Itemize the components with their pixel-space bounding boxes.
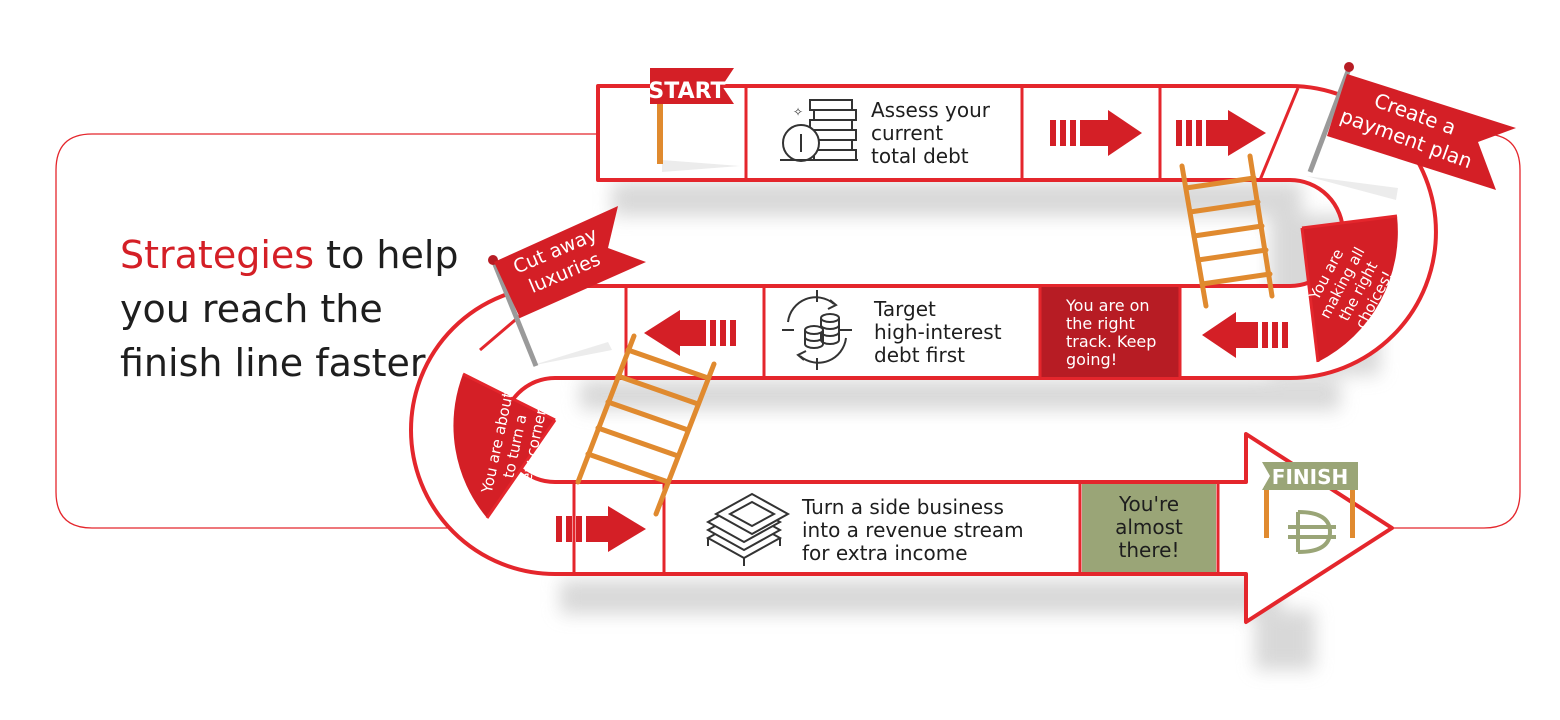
headline: Strategies to help you reach the finish … xyxy=(120,228,460,390)
step-target-line1: Target xyxy=(873,297,936,321)
frame-outline xyxy=(55,133,1521,529)
ladder-icon xyxy=(1179,153,1275,309)
step-side-business-line1: Turn a side business xyxy=(801,495,1004,519)
start-flag-label: START xyxy=(648,79,725,104)
svg-text:✧: ✧ xyxy=(793,105,803,119)
start-flag: START xyxy=(648,68,740,172)
step-side-business-line2: into a revenue stream xyxy=(802,518,1024,542)
target-coins-icon xyxy=(782,290,852,370)
coin-stack-icon: ✧ xyxy=(780,99,858,162)
msg-almost-there-line1: You're xyxy=(1118,492,1179,516)
step-assess-line1: Assess your xyxy=(871,98,991,122)
msg-right-track-line1: You are on xyxy=(1065,296,1150,315)
step-target-line2: high-interest xyxy=(874,320,1002,344)
finish-banner-label: FINISH xyxy=(1272,465,1348,489)
arrow-icon xyxy=(556,506,646,552)
step-side-business-line3: for extra income xyxy=(802,541,968,565)
step-assess-line3: total debt xyxy=(871,144,969,168)
headline-accent: Strategies xyxy=(120,233,315,277)
tile-right-choices xyxy=(1302,216,1398,362)
dirham-sign-icon xyxy=(1288,510,1336,554)
arrow-icon xyxy=(644,310,736,356)
step-assess-line2: current xyxy=(871,121,943,145)
arrow-icon xyxy=(1176,110,1266,156)
msg-almost-there-line3: there! xyxy=(1119,538,1180,562)
tile-new-corner xyxy=(453,374,555,518)
msg-right-track-line4: going! xyxy=(1066,350,1117,369)
tile-right-track xyxy=(1040,287,1180,377)
msg-right-track-line3: track. Keep xyxy=(1066,332,1156,351)
cash-stack-icon xyxy=(705,492,791,566)
headline-rest: to help you reach the finish line faster xyxy=(120,233,459,385)
finish-banner: FINISH xyxy=(1262,462,1358,554)
msg-right-track-line2: the right xyxy=(1066,314,1135,333)
ladder-icon xyxy=(575,333,717,517)
step-target-line3: debt first xyxy=(874,343,965,367)
msg-almost-there-line2: almost xyxy=(1115,515,1183,539)
arrow-icon xyxy=(1202,312,1288,358)
tile-almost-there xyxy=(1082,484,1216,572)
arrow-icon xyxy=(1050,110,1142,156)
